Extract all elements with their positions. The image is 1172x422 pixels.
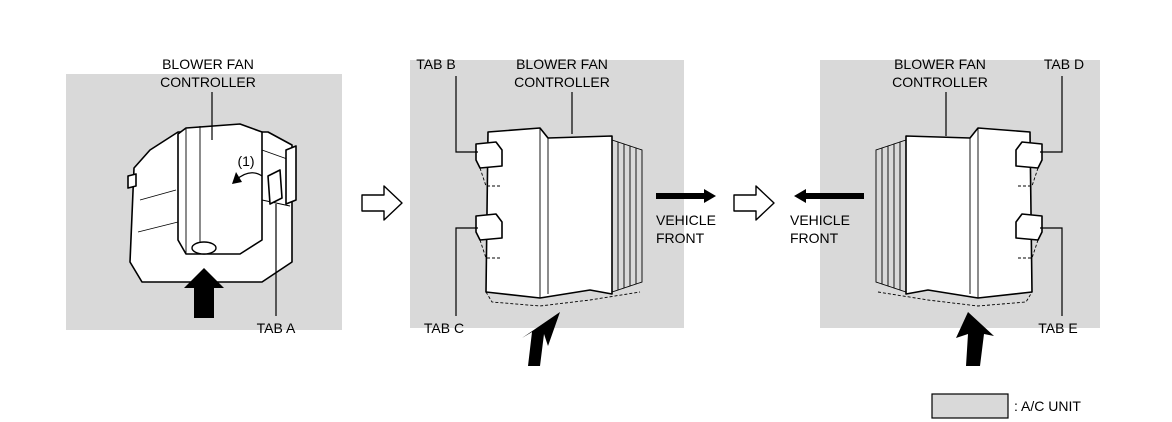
push-arrow-1 [184,268,224,318]
controller-label-2-line2: CONTROLLER [514,74,610,90]
tab-b-clip [475,141,503,169]
vehicle-front-label-3-line2: FRONT [790,230,839,246]
controller-label-1-line2: CONTROLLER [160,74,256,90]
vehicle-front-arrow-2 [656,189,716,203]
leader-line [455,76,478,153]
controller-label-1-line1: BLOWER FAN [162,56,254,72]
controller-label-3-line2: CONTROLLER [892,74,988,90]
blower-fan-controller-1 [127,123,297,283]
legend: : A/C UNIT [931,393,1081,419]
next-step-arrow-2 [733,185,775,221]
tab-d-label: TAB D [1044,56,1084,72]
vehicle-front-label-2-line2: FRONT [656,230,705,246]
leader-line [455,227,478,316]
controller-label-3-line1: BLOWER FAN [894,56,986,72]
tab-c-label: TAB C [424,320,464,336]
panel-3: BLOWER FAN CONTROLLER TAB D TAB E VEHICL… [790,56,1100,366]
legend-swatch [931,393,1009,419]
panel-2: BLOWER FAN CONTROLLER TAB B TAB C VEHICL… [410,56,716,366]
tab-e-clip [1015,213,1043,241]
push-arrow-2 [522,312,560,366]
leader-line [1040,76,1063,153]
blower-fan-controller-3 [875,127,1043,307]
legend-label: : A/C UNIT [1014,398,1081,414]
vehicle-front-label-2-line1: VEHICLE [656,212,716,228]
tab-b-label: TAB B [416,56,455,72]
tab-a-label: TAB A [257,320,296,336]
step-label: (1) [237,153,254,169]
vehicle-front-arrow-3 [794,189,864,203]
vehicle-front-label-3-line1: VEHICLE [790,212,850,228]
tab-e-label: TAB E [1038,320,1077,336]
blower-fan-controller-2 [475,127,643,307]
tab-d-clip [1015,141,1043,169]
push-arrow-3 [956,312,994,366]
leader-line [1040,227,1063,316]
controller-label-2-line1: BLOWER FAN [516,56,608,72]
tab-c-clip [475,213,503,241]
panel-1: BLOWER FAN CONTROLLER (1) TAB A [66,56,342,336]
next-step-arrow-1 [361,185,403,221]
